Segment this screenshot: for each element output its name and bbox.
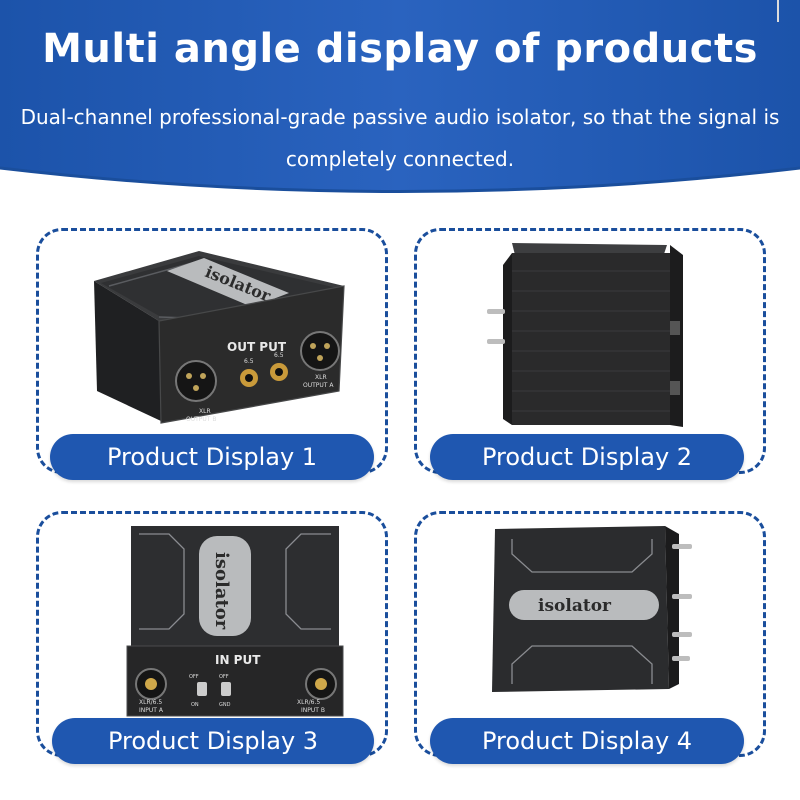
- product-display-1-label: Product Display 1: [50, 434, 374, 480]
- product-photo-front-output: isolator OUT PUT XLR OUTPUT B 6.5 6.5 XL…: [94, 251, 345, 424]
- logo-text: isolator: [538, 596, 612, 616]
- port-label: 6.5: [274, 352, 284, 359]
- port-label: OUTPUT A: [303, 382, 334, 389]
- port-label: XLR: [199, 408, 211, 415]
- port-label: INPUT B: [301, 707, 325, 714]
- port-label: GND: [219, 702, 231, 708]
- panel-title: IN PUT: [215, 653, 261, 667]
- port-label: XLR/6.5: [297, 699, 320, 706]
- port-label: OFF: [219, 674, 229, 680]
- product-card-1: isolator OUT PUT XLR OUTPUT B 6.5 6.5 XL…: [36, 228, 388, 474]
- header-background: [0, 0, 800, 193]
- port-label: ON: [191, 702, 199, 708]
- product-photo-top: isolator: [492, 526, 692, 692]
- page-subtitle: Dual-channel professional-grade passive …: [20, 105, 780, 171]
- product-card-2: [414, 228, 766, 474]
- product-display-4-label: Product Display 4: [430, 718, 744, 764]
- product-photo-side: [487, 243, 683, 427]
- port-label: XLR: [315, 374, 327, 381]
- header-banner: Multi angle display of products Dual-cha…: [0, 0, 800, 200]
- port-label: 6.5: [244, 358, 254, 365]
- product-display-2-label: Product Display 2: [430, 434, 744, 480]
- divider-line: [777, 0, 779, 22]
- logo-text: isolator: [211, 552, 232, 630]
- product-display-3-label: Product Display 3: [52, 718, 374, 764]
- product-photo-front-input: isolator IN PUT XLR/6.5 INPUT A OFF ON O…: [126, 526, 344, 717]
- port-label: XLR/6.5: [139, 699, 162, 706]
- port-label: OUTPUT B: [186, 416, 216, 423]
- port-label: INPUT A: [139, 707, 164, 714]
- port-label: OFF: [189, 674, 199, 680]
- page-title: Multi angle display of products: [42, 26, 758, 72]
- panel-title: OUT PUT: [227, 340, 287, 354]
